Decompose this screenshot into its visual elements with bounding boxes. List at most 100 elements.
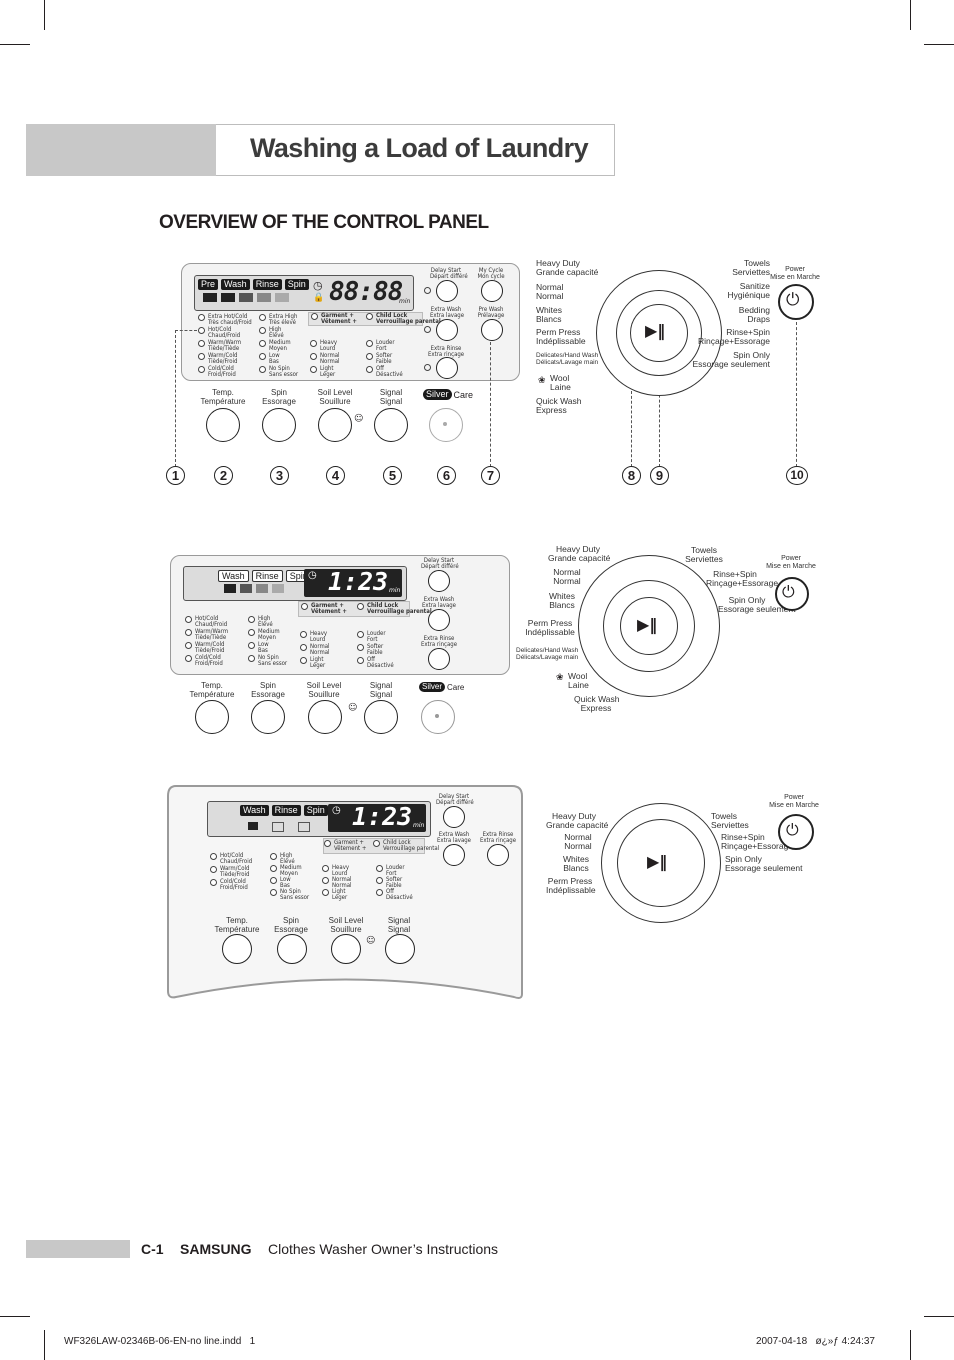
led-indicator bbox=[324, 840, 331, 847]
cycle-dial-ring-c bbox=[617, 819, 705, 907]
power-button-b[interactable] bbox=[775, 577, 809, 611]
temp-button-b[interactable] bbox=[195, 700, 229, 734]
dial-a-left-label: Delicates/Hand Wash Délicats/Lavage main bbox=[536, 352, 599, 366]
start-pause-button-a[interactable] bbox=[630, 304, 688, 362]
crop-mark bbox=[910, 0, 911, 30]
wool-icon: ❀ bbox=[556, 673, 564, 683]
option-label: Hot/Cold Chaud/Froid bbox=[208, 326, 241, 339]
option-label: Extra Hot/Cold Très chaud/Froid bbox=[208, 313, 252, 326]
min-unit-b: min bbox=[389, 587, 401, 594]
signal-button-c[interactable] bbox=[385, 934, 415, 964]
option-row: Medium Moyen bbox=[259, 340, 298, 353]
temp-options-c: Hot/Cold Chaud/Froid Warm/Cold Tiède/Fro… bbox=[210, 853, 252, 892]
smile-icon: ☺ bbox=[354, 414, 364, 424]
garment-label: Garment + Vêtement + bbox=[321, 312, 357, 325]
child-lock-label: Child Lock Verrouillage parental bbox=[367, 602, 432, 615]
option-label: Light Léger bbox=[310, 656, 326, 669]
delay-start-button-b[interactable] bbox=[428, 570, 450, 592]
delay-start-button-c[interactable] bbox=[443, 806, 465, 828]
option-row: No Spin Sans essor bbox=[270, 889, 309, 901]
silver-badge: Silver bbox=[419, 682, 446, 692]
dial-b-left-label: Delicates/Hand Wash Délicats/Lavage main bbox=[516, 647, 579, 661]
temp-button-c[interactable] bbox=[222, 934, 252, 964]
led-indicator bbox=[198, 327, 205, 334]
extra-wash-button-b[interactable] bbox=[428, 609, 450, 631]
soil-level-button-a[interactable] bbox=[318, 408, 352, 442]
power-button-a[interactable] bbox=[778, 284, 814, 320]
option-row: Normal Normal bbox=[322, 877, 352, 889]
dial-b-left-label: Quick Wash Express bbox=[574, 694, 620, 713]
led-indicator bbox=[357, 603, 364, 610]
care-text: Care bbox=[453, 389, 474, 400]
led-indicator bbox=[357, 631, 364, 638]
delay-start-button-a[interactable] bbox=[436, 280, 458, 302]
option-row: Hot/Cold Chaud/Froid bbox=[185, 616, 228, 629]
option-row: Low Bas bbox=[259, 353, 298, 366]
start-pause-button-b[interactable] bbox=[620, 597, 678, 655]
signal-button-a[interactable] bbox=[374, 408, 408, 442]
option-label: Heavy Lourd bbox=[320, 339, 338, 352]
option-label: Extra High Très élevé bbox=[269, 313, 298, 326]
led-indicator bbox=[424, 364, 431, 371]
extra-rinse-button-b[interactable] bbox=[428, 648, 450, 670]
child-lock-option-a: Child Lock Verrouillage parental bbox=[366, 313, 441, 325]
wool-icon: ❀ bbox=[538, 376, 546, 386]
led-indicator bbox=[210, 866, 217, 873]
option-label: Normal Normal bbox=[310, 643, 330, 656]
page-number: C-1 bbox=[141, 1241, 164, 1257]
control-panel-c bbox=[167, 785, 523, 999]
option-row: Extra High Très élevé bbox=[259, 314, 298, 327]
pre-wash-label-a: Pre Wash Prélavage bbox=[477, 306, 505, 319]
soil-level-label-a: Soil Level Souillure bbox=[317, 388, 353, 406]
soil-level-label-b: Soil Level Souillure bbox=[306, 681, 342, 699]
extra-wash-button-c[interactable] bbox=[443, 844, 465, 866]
stage-rinse: Rinse bbox=[271, 805, 301, 816]
stage-wash: Wash bbox=[240, 805, 269, 816]
option-row: Softer Faible bbox=[366, 353, 403, 366]
dial-b-left-label: Wool Laine bbox=[568, 671, 589, 690]
display-a: Pre Wash Rinse Spin ◷ 🔒 88:88 min bbox=[194, 275, 414, 311]
dial-a-left-label: Normal Normal bbox=[536, 282, 564, 301]
soil-level-button-c[interactable] bbox=[331, 934, 361, 964]
spin-button-b[interactable] bbox=[251, 700, 285, 734]
option-label: Off Désactivé bbox=[367, 656, 394, 669]
option-row: Warm/Warm Tiède/Tiède bbox=[198, 340, 252, 353]
crop-mark bbox=[0, 44, 30, 45]
crop-mark bbox=[924, 1316, 954, 1317]
dial-c-left-label: Perm Press Indéplissable bbox=[546, 876, 596, 895]
option-row: Off Désactivé bbox=[357, 657, 394, 670]
extra-rinse-button-c[interactable] bbox=[487, 844, 509, 866]
dial-c-left-label: Whites Blancs bbox=[563, 854, 589, 873]
option-label: Hot/Cold Chaud/Froid bbox=[195, 615, 228, 628]
soil-options-c: Heavy Lourd Normal Normal Light Léger bbox=[322, 865, 352, 901]
garment-label: Garment + Vêtement + bbox=[334, 839, 367, 852]
pre-wash-button-a[interactable] bbox=[481, 319, 503, 341]
garment-option-c: Garment + Vêtement + bbox=[324, 840, 366, 852]
option-label: Light Léger bbox=[332, 888, 348, 901]
callout-line bbox=[490, 342, 492, 467]
led-indicator bbox=[259, 353, 266, 360]
display-b: Wash Rinse Spin ◷ 1:23 min bbox=[183, 566, 407, 601]
power-button-c[interactable] bbox=[778, 814, 814, 850]
option-row: Cold/Cold Froid/Froid bbox=[210, 879, 252, 892]
extra-wash-button-a[interactable] bbox=[436, 319, 458, 341]
led-indicator bbox=[366, 353, 373, 360]
callout-line bbox=[175, 330, 177, 467]
option-row: Warm/Cold Tiède/Froid bbox=[185, 642, 228, 655]
temp-button-a[interactable] bbox=[206, 408, 240, 442]
stage-spin: Spin bbox=[284, 279, 309, 290]
clock-icon: ◷ bbox=[332, 805, 341, 816]
spin-button-c[interactable] bbox=[277, 934, 307, 964]
signal-button-b[interactable] bbox=[364, 700, 398, 734]
spin-button-a[interactable] bbox=[262, 408, 296, 442]
led-indicator bbox=[248, 616, 255, 623]
extra-rinse-button-a[interactable] bbox=[436, 357, 458, 379]
led-indicator bbox=[366, 366, 373, 373]
my-cycle-button-a[interactable] bbox=[481, 280, 503, 302]
soil-level-button-b[interactable] bbox=[308, 700, 342, 734]
led-indicator bbox=[248, 642, 255, 649]
spin-options-a: Extra High Très élevé High Élevé Medium … bbox=[259, 314, 298, 379]
option-label: Normal Normal bbox=[320, 352, 340, 365]
led-indicator bbox=[185, 642, 192, 649]
silver-care-label-a: Silver Care bbox=[423, 389, 473, 400]
